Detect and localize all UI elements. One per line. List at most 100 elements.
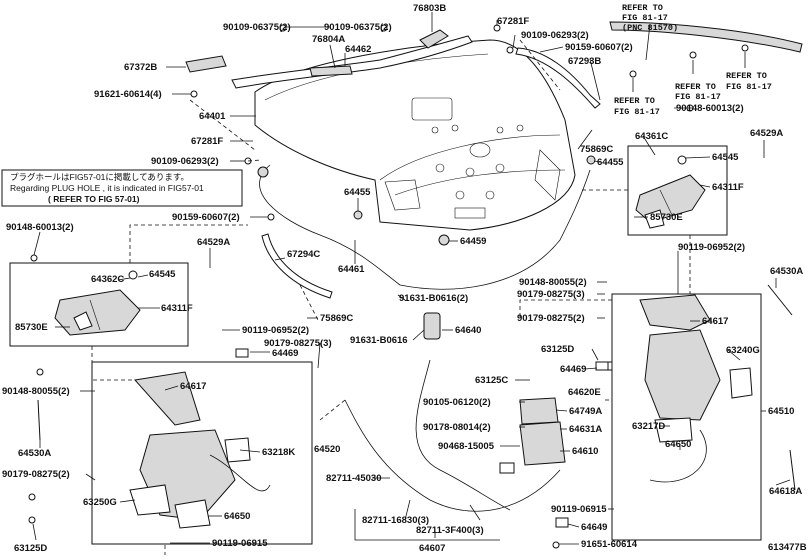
label-82711-3F400[interactable]: 82711-3F400(3) — [416, 525, 484, 536]
grommet-64455-right — [586, 155, 596, 165]
label-67281F[interactable]: 67281F — [191, 136, 223, 147]
grommet-64459 — [438, 234, 450, 246]
label-64749A[interactable]: 64749A — [569, 406, 602, 417]
ref2-line2[interactable]: FIG 81-17 — [675, 92, 721, 102]
label-64618A[interactable]: 64618A — [769, 486, 802, 497]
label-90119-06952-right[interactable]: 90119-06952(2) — [678, 242, 745, 253]
trunk-lock-box-left — [91, 361, 313, 545]
label-75869C[interactable]: 75869C — [320, 313, 353, 324]
label-90119-06915-left[interactable]: 90119-06915 — [212, 538, 268, 549]
label-90148-60013-left[interactable]: 90148-60013(2) — [6, 222, 74, 233]
label-64640[interactable]: 64640 — [455, 325, 481, 336]
label-91621-60614[interactable]: 91621-60614(4) — [94, 89, 162, 100]
label-90159-60607[interactable]: 90159-60607(2) — [172, 212, 240, 223]
label-64649[interactable]: 64649 — [581, 522, 607, 533]
fastener — [552, 541, 560, 549]
label-90179-08275-right-b[interactable]: 90179-08275(2) — [517, 313, 585, 324]
label-90119-06915-right[interactable]: 90119-06915 — [551, 504, 607, 515]
note-line-1: プラグホールはFIG57-01に掲載してあります。 — [10, 172, 189, 182]
label-64650-left[interactable]: 64650 — [224, 511, 250, 522]
label-90178-08014[interactable]: 90178-08014(2) — [423, 422, 491, 433]
label-67372B[interactable]: 67372B — [124, 62, 157, 73]
label-82711-45030[interactable]: 82711-45030 — [326, 473, 381, 484]
fastener — [629, 70, 637, 78]
label-67294C[interactable]: 67294C — [287, 249, 320, 260]
label-64607[interactable]: 64607 — [419, 543, 445, 554]
ref1-line1[interactable]: REFER TO — [622, 3, 663, 13]
label-64311F-right[interactable]: 64311F — [712, 182, 744, 193]
label-64461[interactable]: 64461 — [338, 264, 365, 275]
gas-strut-right — [767, 284, 793, 316]
label-90109-06375-b[interactable]: 90109-06375(2) — [324, 22, 392, 33]
label-64362C[interactable]: 64362C — [91, 274, 124, 285]
label-67281F-top[interactable]: 67281F — [497, 16, 529, 27]
label-90109-06293-top[interactable]: 90109-06293(2) — [521, 30, 589, 41]
fastener — [279, 24, 287, 32]
grommet-64455 — [353, 210, 363, 220]
label-64545-right[interactable]: 64545 — [712, 152, 739, 163]
label-64617-left[interactable]: 64617 — [180, 381, 206, 392]
ref3-line1[interactable]: REFER TO — [726, 71, 767, 81]
ref4-line1[interactable]: REFER TO — [614, 96, 655, 106]
label-64455[interactable]: 64455 — [344, 187, 371, 198]
label-90179-08275-right-a[interactable]: 90179-08275(3) — [517, 289, 585, 300]
label-64520[interactable]: 64520 — [314, 444, 340, 455]
label-63125C[interactable]: 63125C — [475, 375, 508, 386]
label-90109-06293[interactable]: 90109-06293(2) — [151, 156, 219, 167]
label-64469-left[interactable]: 64469 — [272, 348, 298, 359]
label-64530A-left[interactable]: 64530A — [18, 448, 51, 459]
label-90468-15005[interactable]: 90468-15005 — [438, 441, 495, 452]
label-91631-B0616-a[interactable]: 91631-B0616(2) — [399, 293, 468, 304]
label-64631A[interactable]: 64631A — [569, 424, 602, 435]
label-90119-06952-left[interactable]: 90119-06952(2) — [242, 325, 309, 336]
label-90109-06375-a[interactable]: 90109-06375(2) — [223, 22, 291, 33]
gas-strut-left — [37, 399, 41, 441]
label-90179-08275-3[interactable]: 90179-08275(3) — [264, 338, 332, 349]
label-63217D[interactable]: 63217D — [632, 421, 665, 432]
label-90148-80055-left[interactable]: 90148-80055(2) — [2, 386, 70, 397]
label-76804A[interactable]: 76804A — [312, 34, 345, 45]
label-64455-right[interactable]: 64455 — [597, 157, 624, 168]
label-90105-06120[interactable]: 90105-06120(2) — [423, 397, 491, 408]
label-67293B[interactable]: 67293B — [568, 56, 601, 67]
lock-assembly-right — [597, 294, 753, 483]
label-64510[interactable]: 64510 — [768, 406, 794, 417]
label-75869C-top[interactable]: 75869C — [580, 144, 613, 155]
rear-spoiler-ref — [609, 21, 803, 53]
label-90179-08275-left[interactable]: 90179-08275(2) — [2, 469, 70, 480]
label-64529A-right[interactable]: 64529A — [750, 128, 783, 139]
label-82711-16830[interactable]: 82711-16830(3) — [362, 515, 429, 526]
label-63125D-left[interactable]: 63125D — [14, 543, 47, 554]
ref1-line2[interactable]: FIG 81-17 — [622, 13, 668, 23]
label-64311F-left[interactable]: 64311F — [161, 303, 193, 314]
ref2-line1[interactable]: REFER TO — [675, 82, 716, 92]
ref4-line2[interactable]: FIG 81-17 — [614, 107, 660, 117]
label-63218K[interactable]: 63218K — [262, 447, 295, 458]
label-64401[interactable]: 64401 — [199, 111, 226, 122]
label-85730E-left[interactable]: 85730E — [15, 322, 48, 333]
label-64610[interactable]: 64610 — [572, 446, 598, 457]
label-64469-mid[interactable]: 64469 — [560, 364, 586, 375]
label-64620E[interactable]: 64620E — [568, 387, 601, 398]
label-64530A-right[interactable]: 64530A — [770, 266, 803, 277]
label-63250G[interactable]: 63250G — [83, 497, 117, 508]
label-64529A-left[interactable]: 64529A — [197, 237, 230, 248]
label-64361C[interactable]: 64361C — [635, 131, 668, 142]
label-90148-80055-right[interactable]: 90148-80055(2) — [519, 277, 587, 288]
label-63240G[interactable]: 63240G — [726, 345, 760, 356]
label-90159-60607-top[interactable]: 90159-60607(2) — [565, 42, 633, 53]
label-64462[interactable]: 64462 — [345, 44, 371, 55]
label-76803B[interactable]: 76803B — [413, 3, 446, 14]
label-64545-left[interactable]: 64545 — [149, 269, 176, 280]
ref1-line3[interactable]: (PNC 81570) — [622, 23, 678, 33]
diagram-id: 613477B — [768, 542, 807, 553]
label-85730E-right[interactable]: 85730E — [650, 212, 683, 223]
label-64617-right[interactable]: 64617 — [702, 316, 728, 327]
label-63125D-mid[interactable]: 63125D — [541, 344, 574, 355]
ref3-line2[interactable]: FIG 81-17 — [726, 82, 772, 92]
label-64650-right[interactable]: 64650 — [665, 439, 691, 450]
label-91631-B0616-b[interactable]: 91631-B0616 — [350, 335, 408, 346]
label-90148-60013-right[interactable]: 90148-60013(2) — [676, 103, 744, 114]
label-91651-60614[interactable]: 91651-60614 — [581, 539, 638, 550]
label-64459[interactable]: 64459 — [460, 236, 486, 247]
